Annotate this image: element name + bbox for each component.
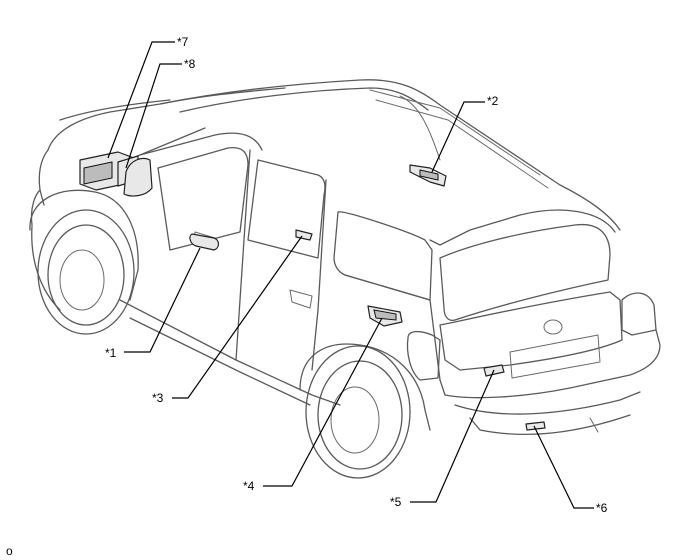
callout-1: *1	[105, 346, 117, 360]
callout-6: *6	[596, 501, 608, 515]
callout-7: *7	[177, 35, 189, 49]
component-parts	[79, 151, 546, 431]
leader-line-7	[107, 41, 175, 159]
figure-code: o	[6, 544, 13, 558]
callout-labels: *1 *2 *3 *4 *5 *6 *7 *8	[105, 35, 608, 515]
callout-8: *8	[184, 57, 196, 71]
outer-mirror-part	[123, 157, 153, 197]
leader-line-3	[172, 235, 303, 399]
rear-door-handle-part	[295, 229, 313, 241]
callout-4: *4	[243, 479, 255, 493]
side-sensor-part	[367, 305, 403, 327]
front-door-handle-part	[189, 233, 220, 251]
leader-lines	[107, 41, 594, 509]
leader-line-2	[431, 101, 485, 173]
rear-bumper-sensor-part	[525, 421, 546, 431]
leader-line-8	[125, 63, 182, 169]
callout-5: *5	[390, 495, 402, 509]
callout-2: *2	[487, 94, 499, 108]
leader-line-1	[124, 247, 201, 353]
leader-line-5	[410, 369, 495, 503]
vehicle-outline	[29, 79, 661, 479]
roof-sensor-part	[409, 164, 447, 187]
leader-line-6	[533, 425, 594, 509]
callout-3: *3	[152, 391, 164, 405]
leader-line-4	[263, 317, 383, 487]
